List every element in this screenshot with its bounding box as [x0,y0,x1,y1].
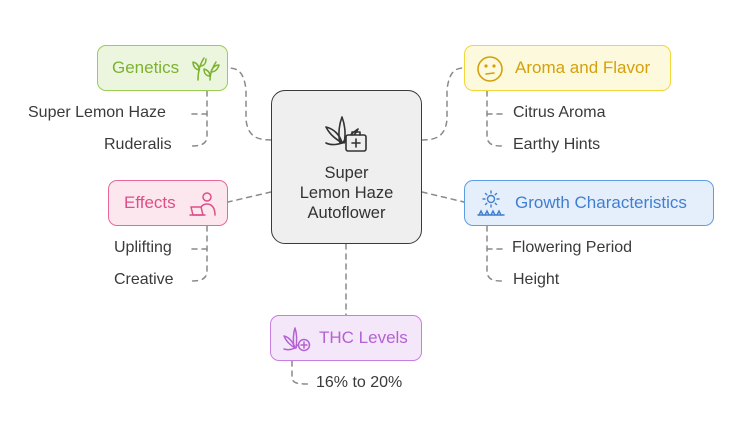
leaf-genetics-2: Ruderalis [104,136,172,153]
branch-genetics-label: Genetics [112,58,180,77]
leaf-growth-2: Height [513,271,560,288]
branch-thc-levels[interactable]: THC Levels [270,315,422,361]
connector-growth-items [486,225,503,282]
branch-effects[interactable]: Effects [108,180,228,226]
leaf-thc-1: 16% to 20% [316,374,403,391]
central-title-line-3: Autoflower [307,204,386,222]
connector-thc-items [291,360,309,385]
leaves-icon [192,57,220,81]
leaf-effects-2: Creative [114,271,174,288]
leaf-effects-1: Uplifting [114,239,172,256]
leaf-aroma-1: Citrus Aroma [513,104,606,121]
cannabis-medical-kit-icon [325,116,367,152]
leaf-genetics-1: Super Lemon Haze [28,104,166,121]
cannabis-plus-icon [283,327,311,352]
central-title-line-1: Super [324,164,369,182]
branch-genetics[interactable]: Genetics [97,45,228,91]
branch-effects-label: Effects [124,193,176,212]
central-title-line-2: Lemon Haze [299,184,394,202]
central-topic-node[interactable]: Super Lemon Haze Autoflower [271,90,422,244]
thinking-face-icon [477,56,503,82]
sun-grass-icon [477,190,505,216]
connector-effects-items [189,225,208,282]
connector-aroma-items [486,90,503,147]
connector-effects [227,191,272,203]
connector-genetics [227,67,272,141]
leaf-aroma-2: Earthy Hints [513,136,601,153]
branch-aroma-and-flavor[interactable]: Aroma and Flavor [464,45,671,91]
branch-thc-label: THC Levels [319,328,408,347]
branch-aroma-label: Aroma and Flavor [515,58,651,77]
branch-growth-label: Growth Characteristics [515,193,687,212]
branch-growth-characteristics[interactable]: Growth Characteristics [464,180,714,226]
leaf-growth-1: Flowering Period [512,239,633,256]
person-laptop-icon [189,192,216,216]
connector-aroma [421,67,465,141]
connector-genetics-items [189,90,208,147]
connector-growth [421,191,465,203]
